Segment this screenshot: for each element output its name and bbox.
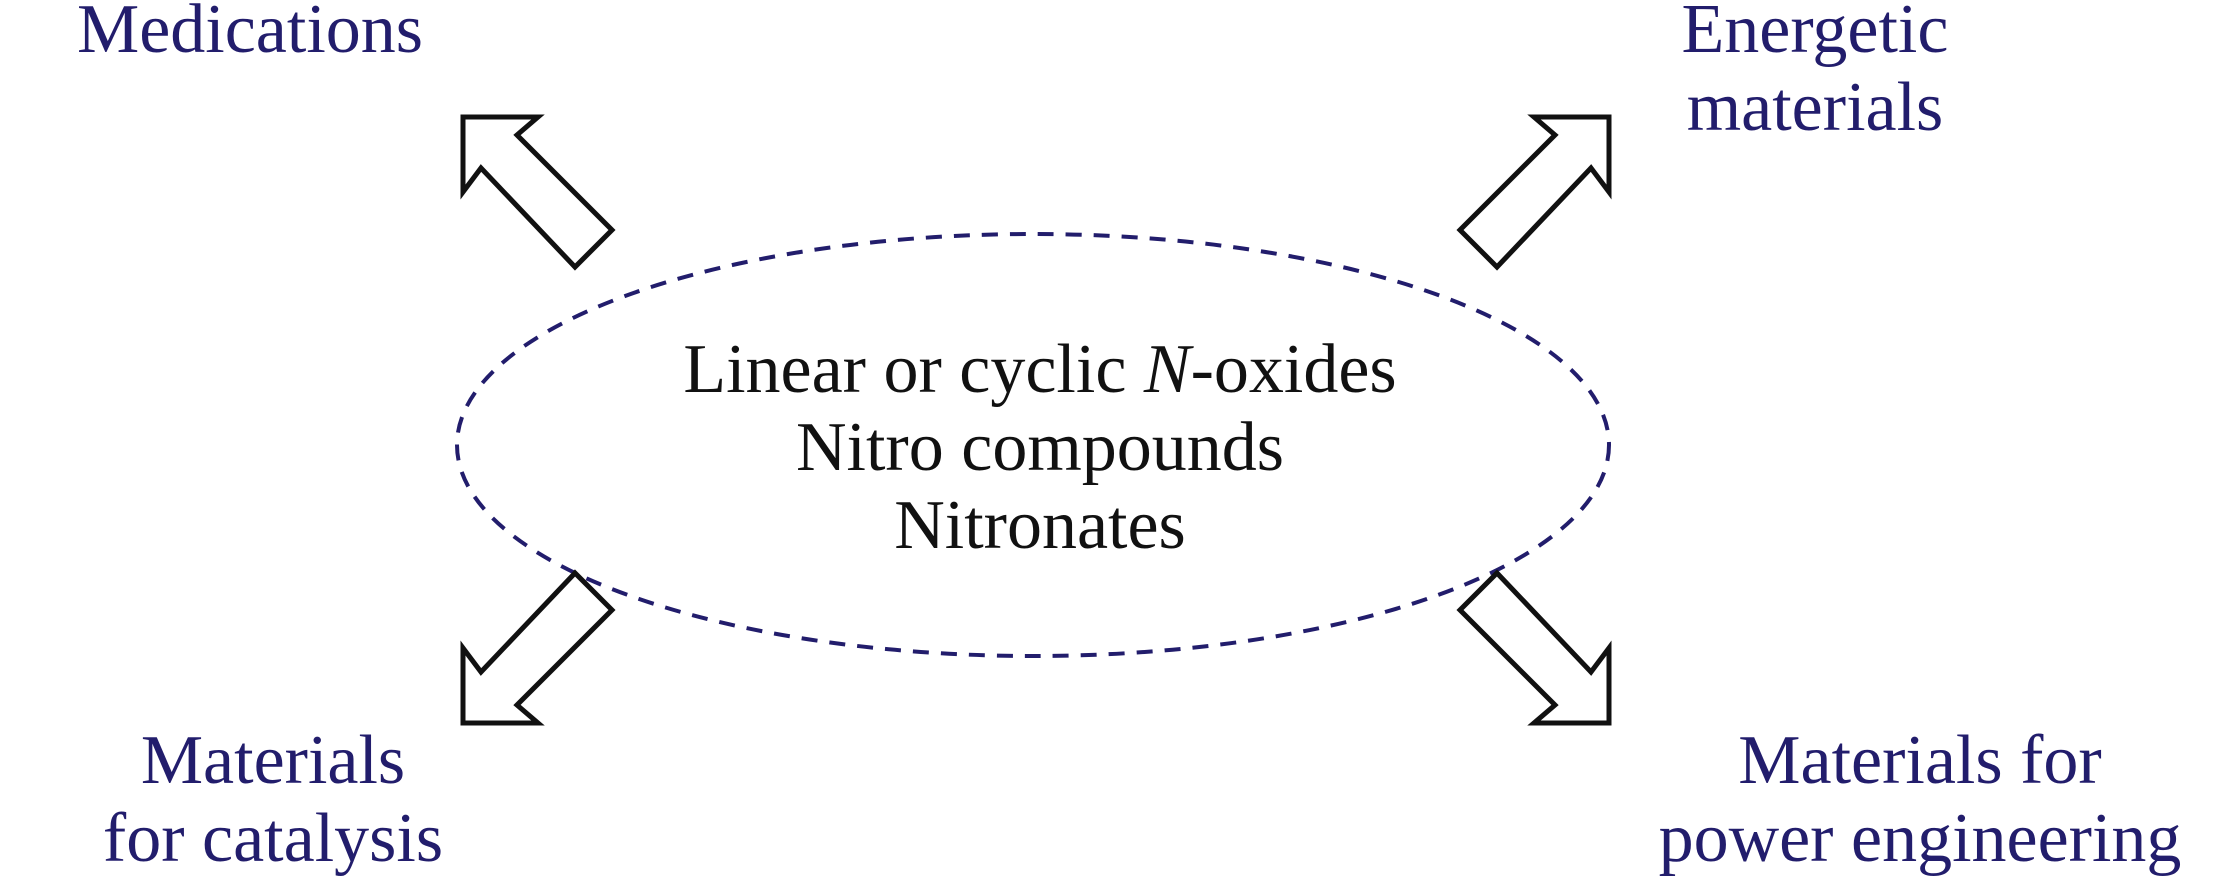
label-power-line-2: power engineering — [1659, 800, 2182, 877]
label-medications: Medications — [77, 0, 423, 68]
center-line-3: Nitronates — [894, 487, 1186, 564]
label-catalysis-line-1: Materials — [141, 722, 405, 799]
arrow-bottom-left — [460, 569, 616, 726]
center-line-2: Nitro compounds — [796, 409, 1284, 486]
label-energetic-line-2: materials — [1687, 69, 1944, 146]
center-line-1: Linear or cyclic N-oxides — [683, 331, 1396, 408]
label-power-line-1: Materials for — [1738, 722, 2101, 799]
arrow-top-left — [460, 114, 616, 271]
label-energetic-line-1: Energetic — [1682, 0, 1949, 68]
label-catalysis-line-2: for catalysis — [103, 800, 443, 877]
arrow-bottom-right — [1456, 569, 1612, 726]
arrow-top-right — [1456, 114, 1612, 271]
dashed-ellipse — [455, 232, 1611, 658]
